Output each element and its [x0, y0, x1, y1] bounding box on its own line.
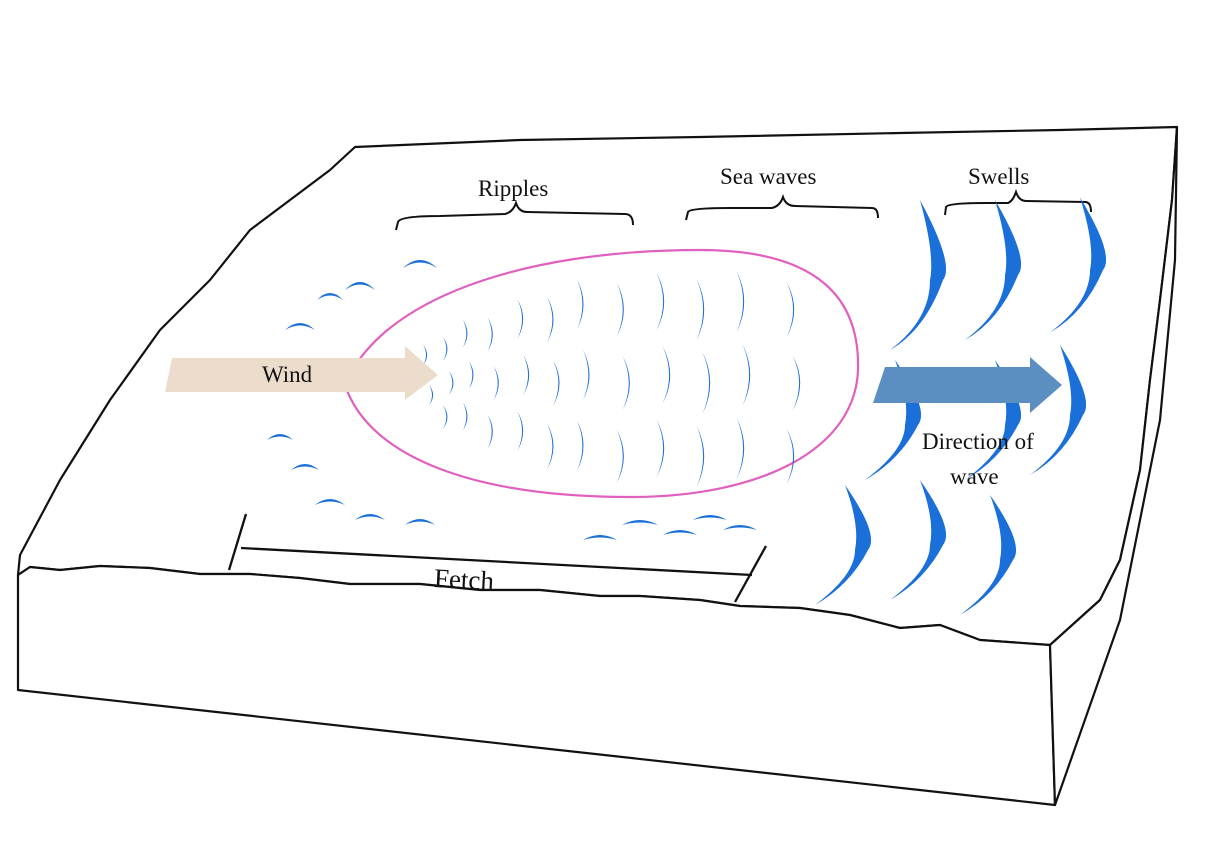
- ripple-arc: [345, 282, 375, 290]
- ripple-arc: [662, 346, 671, 404]
- swell-mark: [1050, 197, 1107, 333]
- direction-of-wave-arrow: [873, 357, 1062, 413]
- ripple-arc: [523, 355, 530, 395]
- ripple-arc: [616, 429, 624, 484]
- swells-label: Swells: [968, 164, 1029, 189]
- ripple-arc: [547, 423, 554, 470]
- swell-mark: [960, 495, 1017, 615]
- ripple-arc: [267, 434, 293, 440]
- ripple-arc: [493, 366, 499, 400]
- sea-waves-label: Sea waves: [720, 164, 816, 189]
- ripple-arc: [462, 319, 468, 348]
- ripple-arc: [702, 352, 711, 414]
- ripple-arc: [656, 272, 665, 331]
- ripple-arc: [285, 323, 315, 330]
- ripple-arc: [315, 499, 345, 505]
- swell-mark: [890, 200, 947, 350]
- ripple-arc: [442, 337, 448, 361]
- ripple-arc: [696, 278, 705, 341]
- ripple-arc: [786, 281, 795, 338]
- ripple-arc: [355, 514, 385, 520]
- sea-waves-bracket: [685, 193, 879, 221]
- ripple-arc: [517, 411, 524, 451]
- ripple-arc: [696, 425, 705, 488]
- wind-label: Wind: [262, 362, 313, 387]
- ripple-arc: [468, 361, 474, 389]
- ripple-arc: [583, 350, 590, 400]
- ripple-arc: [583, 535, 617, 540]
- ripple-arc: [317, 293, 343, 300]
- fetch-label: Fetch: [433, 563, 495, 596]
- ripples-label: Ripples: [478, 176, 548, 201]
- ripple-arc: [517, 299, 524, 339]
- ripple-arc: [577, 279, 584, 330]
- fetch-zone-outline: [343, 248, 860, 499]
- ripple-arc: [736, 270, 745, 333]
- ripple-arc: [723, 525, 757, 530]
- ripple-arc: [663, 530, 697, 535]
- ripple-arc: [656, 419, 665, 478]
- direction-label-line2: wave: [950, 464, 999, 489]
- ripple-arc: [448, 371, 454, 395]
- swell-mark: [1030, 345, 1087, 475]
- swell-mark: [815, 485, 872, 605]
- ripple-arc: [405, 519, 435, 525]
- direction-label-line1: Direction of: [922, 429, 1034, 454]
- ripple-arc: [616, 282, 624, 337]
- ripple-arc: [693, 515, 727, 520]
- brackets: [227, 188, 1092, 603]
- ripple-arc: [487, 414, 493, 449]
- ripple-arc: [577, 420, 584, 471]
- sea-block: [16, 125, 1179, 807]
- ripple-arc: [736, 417, 745, 480]
- block-front-face: [16, 564, 1057, 807]
- ripple-arc: [487, 317, 493, 352]
- swell-mark: [890, 480, 947, 600]
- ripple-arc: [462, 402, 468, 431]
- ripple-arc: [403, 260, 437, 268]
- swells-bracket: [944, 188, 1092, 216]
- ripple-arc: [742, 344, 751, 406]
- wind-arrow: [165, 346, 438, 400]
- ripple-arc: [622, 520, 658, 525]
- ripple-arc: [792, 355, 801, 411]
- ripple-arc: [622, 356, 630, 410]
- swell-mark: [965, 200, 1022, 340]
- ripple-arc: [291, 464, 319, 470]
- ripple-arc: [786, 428, 795, 485]
- ripple-arc: [429, 385, 434, 405]
- ripple-arc: [442, 405, 448, 429]
- block-right-face: [1048, 125, 1179, 807]
- ripple-arc: [553, 360, 560, 406]
- ripple-arc: [547, 296, 554, 343]
- fetch-bracket: [227, 513, 768, 603]
- ripple-arc: [423, 345, 428, 365]
- ripples-bracket: [395, 199, 634, 231]
